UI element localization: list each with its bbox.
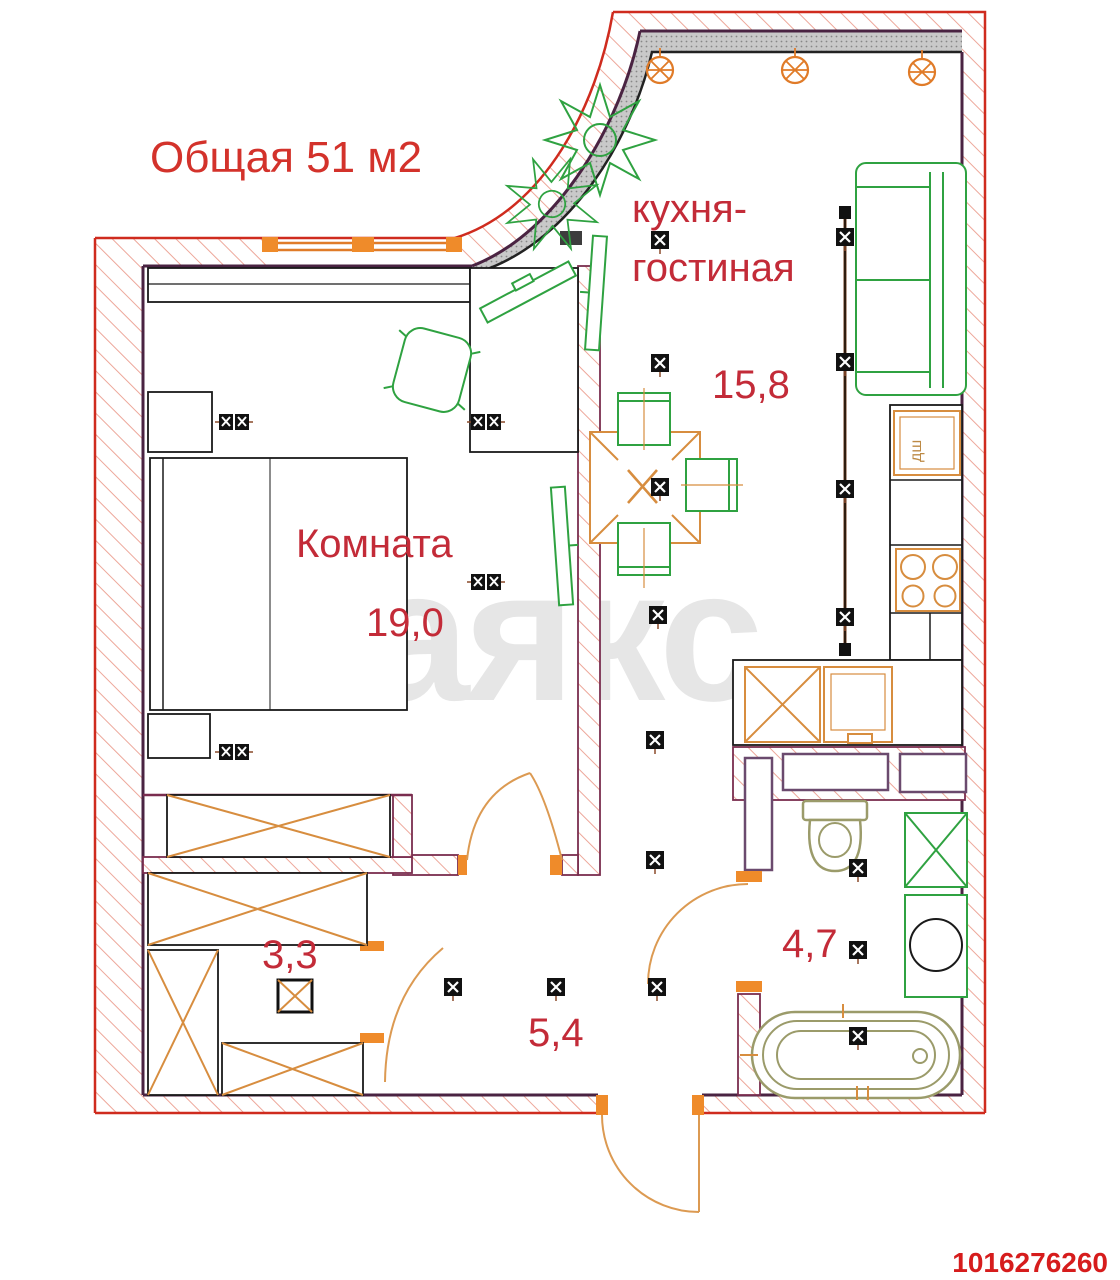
hallway-area: 5,4 [528, 1011, 584, 1055]
shower-tray [904, 812, 968, 888]
toilet [801, 799, 869, 873]
desk-chair [383, 327, 481, 413]
spotlight-icon [644, 849, 666, 876]
partition-bedroom-kitchen [577, 265, 601, 876]
spotlight-icon [644, 729, 666, 756]
doors [360, 772, 762, 1213]
closet-door-jamb [360, 941, 384, 951]
partitions [142, 265, 968, 1096]
spotlight-icon [646, 976, 668, 1003]
wall-left [95, 238, 143, 1113]
socket-icon [834, 478, 856, 505]
dining-chair [617, 522, 671, 588]
kitchen-area: 15,8 [712, 363, 790, 407]
dining-chair [681, 458, 743, 512]
bedroom-window [262, 237, 462, 252]
spotlight-icon [649, 352, 671, 379]
bedroom-door-jamb [550, 855, 562, 875]
labels: Общая 51 м2 кухня- гостиная 15,8 Комната… [150, 133, 1108, 1278]
socket-icon [834, 606, 856, 633]
bedroom-door-arc [466, 772, 563, 861]
wardrobe-cabinet [221, 1042, 364, 1096]
bedroom-area: 19,0 [366, 601, 444, 645]
washing-machine [904, 894, 968, 998]
closet-furniture [147, 794, 391, 1096]
entrance-door-arc [601, 1114, 700, 1213]
bay-glazing-band [472, 31, 962, 273]
entrance-jamb [692, 1095, 704, 1115]
kitchen-living-furniture: дш [504, 81, 967, 746]
ceiling-lamp-icon [907, 48, 937, 87]
vent-shaft [781, 752, 890, 792]
fridge [744, 666, 821, 743]
double-socket-icon [214, 413, 254, 431]
vent-shaft [743, 756, 774, 872]
wardrobe-cabinet [166, 794, 391, 858]
socket-icon [834, 226, 856, 253]
partition-closet-side [392, 794, 413, 858]
listing-id: 1016276260 [952, 1247, 1108, 1278]
nightstand [147, 713, 211, 759]
plant-icon [504, 156, 600, 252]
bathtub [740, 1004, 962, 1100]
wardrobe-top [147, 267, 471, 303]
inner-line-bay [471, 30, 642, 268]
window-jamb [446, 237, 462, 252]
double-socket-icon [214, 743, 254, 761]
wardrobe-cabinet [147, 949, 219, 1096]
glazing-inner-edge [481, 50, 962, 273]
kitchen-name-line2: гостиная [632, 246, 795, 290]
bedroom-door-jamb [458, 855, 467, 875]
sofa [855, 162, 967, 396]
bathroom-door-jamb [736, 981, 762, 992]
partition-closet [142, 856, 413, 874]
window-jamb [352, 237, 374, 252]
closet-door-arc [384, 947, 444, 1083]
closet-area: 3,3 [262, 933, 318, 977]
tv-kitchen [579, 234, 609, 352]
bathroom-door-arc [647, 883, 749, 985]
entrance-opening [598, 1093, 702, 1117]
partition-hall-right [561, 854, 579, 876]
plant-icon [541, 81, 659, 199]
vent-shaft [898, 752, 968, 794]
outer-line-bay [454, 11, 615, 240]
dishwasher: дш [893, 410, 961, 476]
hob [895, 548, 961, 612]
pouf [276, 978, 314, 1014]
wardrobe-cabinet [147, 872, 368, 946]
spotlight-icon [545, 976, 567, 1003]
entrance-jamb [596, 1095, 608, 1115]
dishwasher-label: дш [908, 440, 925, 462]
tv-bedroom [549, 485, 579, 607]
spotlight-icon [847, 939, 869, 966]
glazing-band [472, 31, 962, 271]
spotlight-icon [847, 857, 869, 884]
bed [149, 457, 408, 711]
nightstand [147, 391, 213, 453]
wall-top-kitchen [613, 12, 985, 31]
dining-chair [617, 388, 671, 450]
wall-bottom [95, 1095, 985, 1113]
sink-cabinet [823, 666, 893, 744]
bathroom-area: 4,7 [782, 922, 838, 966]
outer-line-right [613, 10, 987, 1113]
kitchen-name-line1: кухня- [632, 187, 747, 231]
socket-icon [834, 351, 856, 378]
wall-bay-curve [455, 12, 640, 266]
closet-door-jamb [360, 1033, 384, 1043]
spotlight-icon [442, 976, 464, 1003]
bedroom-furniture [147, 260, 579, 759]
bedroom-name: Комната [296, 522, 453, 566]
bathroom-fixtures [740, 799, 968, 1100]
power-track [839, 206, 851, 656]
plan-title: Общая 51 м2 [150, 133, 422, 182]
window-jamb [262, 237, 278, 252]
tv-on-desk [478, 260, 578, 324]
bathroom-door-jamb [736, 871, 762, 882]
